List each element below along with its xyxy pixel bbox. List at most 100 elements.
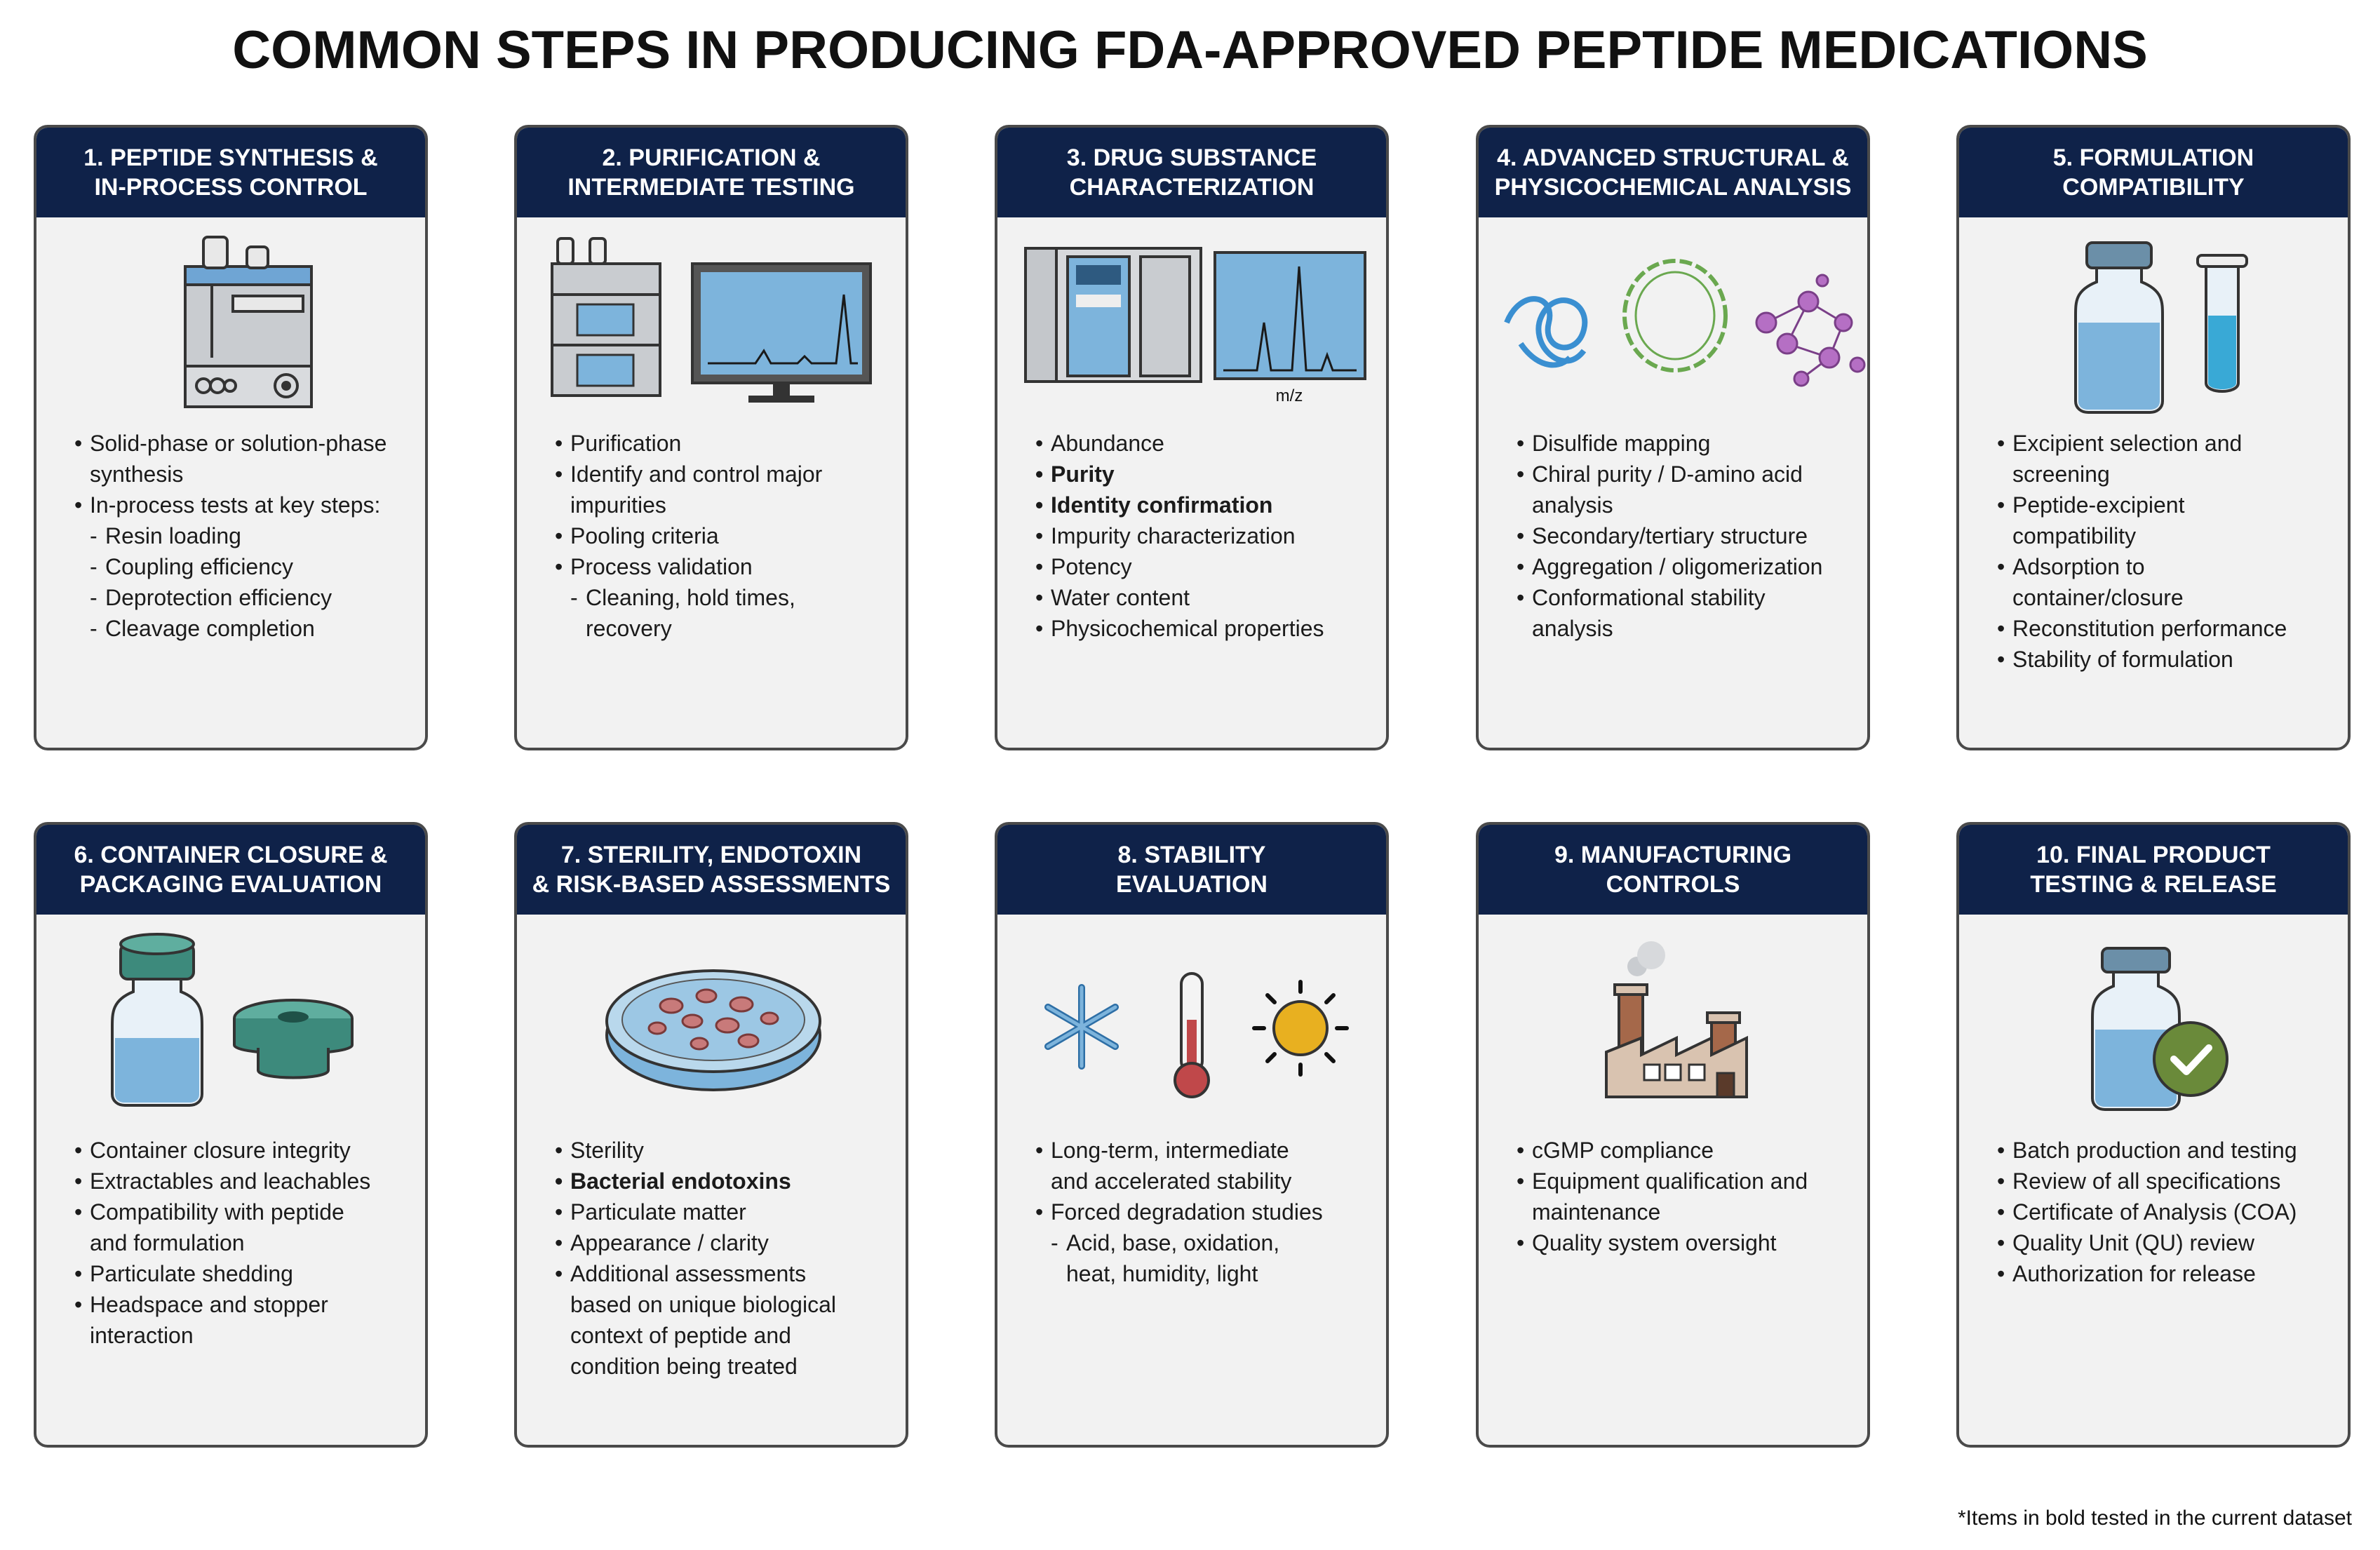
step-header-line1: 8. STABILITY [1117, 842, 1266, 868]
step-bullet-item: Conformational stability [1517, 582, 1846, 613]
step-bullet-item: Resin loading [74, 520, 404, 551]
step-bullet-list: Container closure integrityExtractables … [36, 1135, 425, 1351]
step-bullet-item: Aggregation / oligomerization [1517, 551, 1846, 582]
step-bullet-item: compatibility [2012, 523, 2137, 548]
step-bullet-item: screening [2012, 461, 2110, 487]
step-header-line1: 2. PURIFICATION & [602, 144, 821, 171]
step-header: 1. PEPTIDE SYNTHESIS & IN-PROCESS CONTRO… [36, 128, 425, 217]
step-bullet-item: Peptide-excipient [1997, 490, 2327, 520]
step-bullet-list: PurificationIdentify and control majorim… [517, 428, 906, 644]
step-card-7: 7. STERILITY, ENDOTOXIN & RISK-BASED ASS… [514, 822, 908, 1448]
step-bullet-item: Compatibility with peptide [74, 1197, 404, 1227]
step-bullet-item: Stability of formulation [1997, 644, 2327, 675]
step-bullet-list: Excipient selection andscreeningPeptide-… [1959, 428, 2348, 675]
step-header: 2. PURIFICATION & INTERMEDIATE TESTING [517, 128, 906, 217]
step-header-line1: 3. DRUG SUBSTANCE [1066, 144, 1317, 171]
step-card-5: 5. FORMULATION COMPATIBILITY Excipient s… [1956, 125, 2351, 750]
step-bullet-item: Identity confirmation [1035, 490, 1365, 520]
hplc-with-monitor-icon [517, 217, 906, 428]
step-header-line1: 6. CONTAINER CLOSURE & [74, 842, 388, 868]
step-bullet-item: Deprotection efficiency [74, 582, 404, 613]
step-bullet-item: Secondary/tertiary structure [1517, 520, 1846, 551]
step-bullet-item: Impurity characterization [1035, 520, 1365, 551]
step-header-line1: 7. STERILITY, ENDOTOXIN [560, 842, 862, 868]
step-bullet-item: recovery [586, 616, 672, 641]
step-card-6: 6. CONTAINER CLOSURE & PACKAGING EVALUAT… [34, 822, 428, 1448]
step-bullet-item: Container closure integrity [74, 1135, 404, 1166]
step-bullet-item: Equipment qualification and [1517, 1166, 1846, 1197]
step-bullet-item: Particulate matter [555, 1197, 885, 1227]
step-bullet-item: analysis [1532, 616, 1613, 641]
step-bullet-item: Process validation [555, 551, 885, 582]
step-bullet-item: Disulfide mapping [1517, 428, 1846, 459]
step-card-4: 4. ADVANCED STRUCTURAL & PHYSICOCHEMICAL… [1476, 125, 1870, 750]
step-bullet-item: maintenance [1532, 1199, 1661, 1225]
step-bullet-item: Certificate of Analysis (COA) [1997, 1197, 2327, 1227]
step-card-2: 2. PURIFICATION & INTERMEDIATE TESTING P… [514, 125, 908, 750]
step-bullet-item: Review of all specifications [1997, 1166, 2327, 1197]
step-bullet-item: Adsorption to [1997, 551, 2327, 582]
step-header: 5. FORMULATION COMPATIBILITY [1959, 128, 2348, 217]
step-bullet-item: Forced degradation studies [1035, 1197, 1365, 1227]
sun-icon [1252, 980, 1349, 1077]
step-header: 6. CONTAINER CLOSURE & PACKAGING EVALUAT… [36, 825, 425, 915]
checkmark-icon [2170, 1044, 2212, 1075]
step-bullet-item: Long-term, intermediate [1035, 1135, 1365, 1166]
step-bullet-item: Solid-phase or solution-phase [74, 428, 404, 459]
step-bullet-item: Sterility [555, 1135, 885, 1166]
step-bullet-item: Physicochemical properties [1035, 613, 1365, 644]
mz-axis-label: m/z [1276, 386, 1303, 405]
step-header-line2: IN-PROCESS CONTROL [94, 174, 368, 201]
step-header-line2: TESTING & RELEASE [2030, 871, 2277, 898]
step-bullet-item: heat, humidity, light [1066, 1261, 1258, 1286]
step-bullet-item: Abundance [1035, 428, 1365, 459]
step-bullet-item: Additional assessments [555, 1258, 885, 1289]
vial-with-checkmark-icon [1959, 915, 2348, 1125]
step-header: 10. FINAL PRODUCT TESTING & RELEASE [1959, 825, 2348, 915]
step-header: 9. MANUFACTURING CONTROLS [1479, 825, 1867, 915]
step-bullet-item: interaction [90, 1323, 194, 1348]
step-bullet-list: Disulfide mappingChiral purity / D-amino… [1479, 428, 1867, 644]
step-header-line2: COMPATIBILITY [2062, 174, 2245, 201]
snowflake-thermometer-sun-icon [997, 915, 1386, 1125]
step-bullet-item: Chiral purity / D-amino acid [1517, 459, 1846, 490]
step-header-line2: PHYSICOCHEMICAL ANALYSIS [1494, 174, 1852, 201]
step-bullet-list: SterilityBacterial endotoxinsParticulate… [517, 1135, 906, 1382]
step-bullet-item: cGMP compliance [1517, 1135, 1846, 1166]
step-header-line1: 9. MANUFACTURING [1554, 842, 1792, 868]
step-header-line2: EVALUATION [1116, 871, 1268, 898]
step-bullet-item: In-process tests at key steps: [74, 490, 404, 520]
step-bullet-item: Appearance / clarity [555, 1227, 885, 1258]
step-bullet-item: container/closure [2012, 585, 2184, 610]
step-header-line2: CONTROLS [1606, 871, 1740, 898]
step-bullet-item: and accelerated stability [1051, 1168, 1292, 1194]
molecular-structures-icon [1479, 217, 1867, 428]
step-bullet-item: Potency [1035, 551, 1365, 582]
step-bullet-item: Authorization for release [1997, 1258, 2327, 1289]
step-card-1: 1. PEPTIDE SYNTHESIS & IN-PROCESS CONTRO… [34, 125, 428, 750]
step-bullet-item: Acid, base, oxidation, [1035, 1227, 1365, 1258]
vial-and-test-tube-icon [1959, 217, 2348, 428]
step-bullet-item: impurities [570, 492, 666, 518]
step-bullet-item: Purification [555, 428, 885, 459]
step-header-line2: CHARACTERIZATION [1069, 174, 1315, 201]
step-card-8: 8. STABILITY EVALUATION [995, 822, 1389, 1448]
step-bullet-item: Excipient selection and [1997, 428, 2327, 459]
step-card-10: 10. FINAL PRODUCT TESTING & RELEASE Batc… [1956, 822, 2351, 1448]
factory-icon [1479, 915, 1867, 1125]
step-header-line1: 5. FORMULATION [2052, 144, 2254, 171]
step-bullet-item: Purity [1035, 459, 1365, 490]
step-bullet-item: Bacterial endotoxins [555, 1166, 885, 1197]
step-card-9: 9. MANUFACTURING CONTROLS cGMP complianc… [1476, 822, 1870, 1448]
step-header-line1: 4. ADVANCED STRUCTURAL & [1497, 144, 1849, 171]
step-header: 8. STABILITY EVALUATION [997, 825, 1386, 915]
step-bullet-item: Extractables and leachables [74, 1166, 404, 1197]
step-bullet-list: cGMP complianceEquipment qualification a… [1479, 1135, 1867, 1258]
step-bullet-list: Solid-phase or solution-phasesynthesisIn… [36, 428, 425, 644]
step-header-line2: PACKAGING EVALUATION [79, 871, 382, 898]
step-card-3: 3. DRUG SUBSTANCE CHARACTERIZATION m/z A… [995, 125, 1389, 750]
step-bullet-item: based on unique biological [570, 1292, 836, 1317]
step-bullet-item: context of peptide and [570, 1323, 791, 1348]
step-bullet-item: Particulate shedding [74, 1258, 404, 1289]
